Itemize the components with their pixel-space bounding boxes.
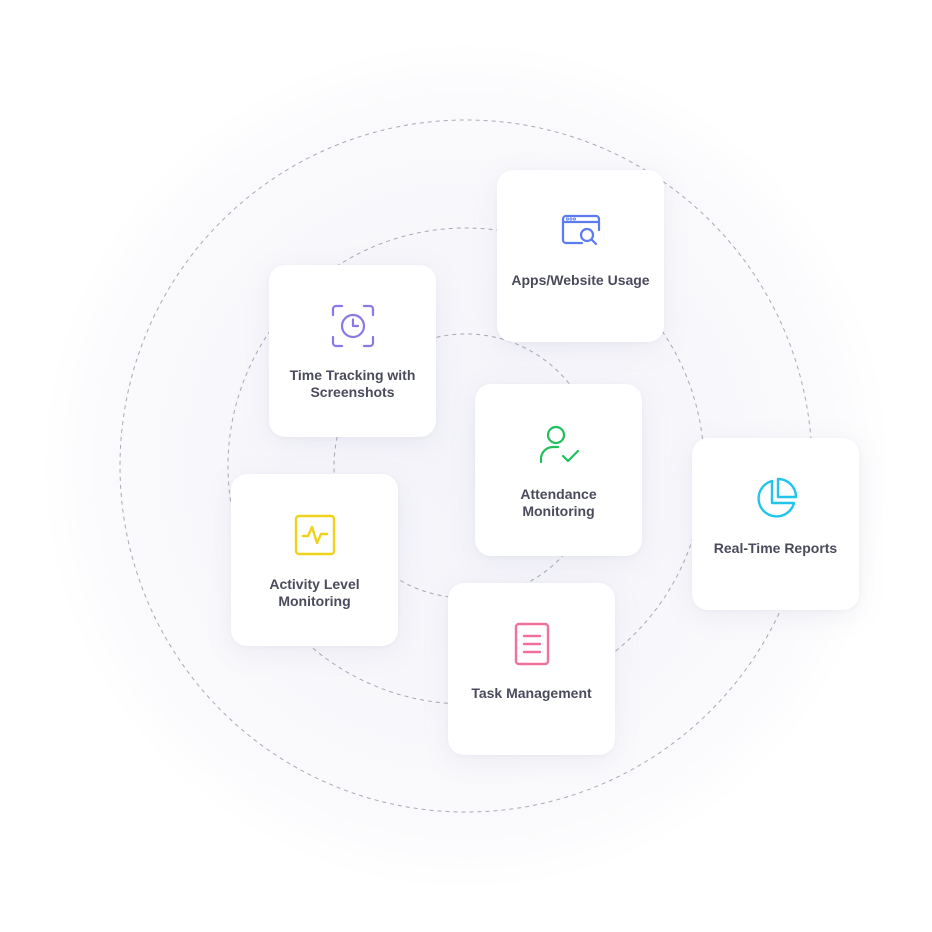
pie-chart-icon [753, 476, 799, 522]
screenshot-clock-icon [330, 303, 376, 349]
feature-label: Apps/Website Usage [511, 272, 650, 288]
feature-card-time-tracking: Time Tracking with Screenshots [269, 265, 436, 437]
feature-card-apps-usage: Apps/Website Usage [497, 170, 664, 342]
activity-pulse-icon [292, 512, 338, 558]
feature-label: Task Management [471, 685, 592, 701]
browser-search-icon [558, 208, 604, 254]
feature-label: Activity Level Monitoring [269, 576, 360, 609]
feature-card-attendance: Attendance Monitoring [475, 384, 642, 556]
user-check-icon [536, 422, 582, 468]
feature-label: Real-Time Reports [713, 540, 838, 556]
document-icon [509, 621, 555, 667]
feature-card-activity: Activity Level Monitoring [231, 474, 398, 646]
feature-card-task: Task Management [448, 583, 615, 755]
feature-card-reports: Real-Time Reports [692, 438, 859, 610]
feature-label: Attendance Monitoring [520, 486, 597, 519]
feature-label: Time Tracking with Screenshots [289, 367, 416, 400]
